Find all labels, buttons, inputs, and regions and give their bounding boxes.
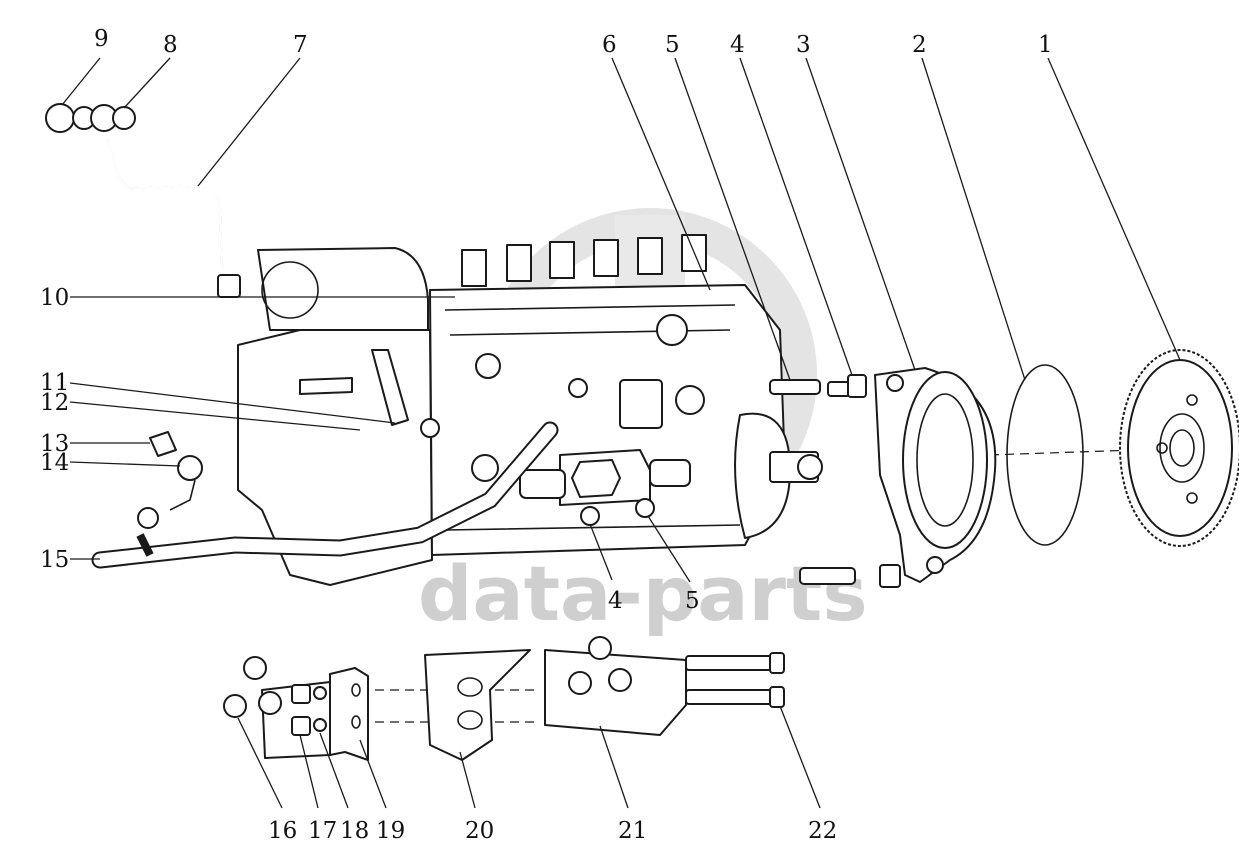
callout-7: 7 xyxy=(293,32,308,58)
o-ring xyxy=(1006,364,1084,546)
callout-14: 14 xyxy=(40,450,69,476)
callout-10: 10 xyxy=(40,285,69,311)
callout-1: 1 xyxy=(1038,32,1053,58)
callout-labels: 1 2 3 4 5 6 7 8 9 10 11 12 13 14 15 4 5 … xyxy=(40,26,1053,844)
callout-6: 6 xyxy=(602,32,617,58)
drive-gear xyxy=(1119,349,1239,547)
callout-11: 11 xyxy=(40,370,69,396)
callout-18: 18 xyxy=(340,818,369,844)
fuel-pipe-assembly xyxy=(45,103,241,298)
leader-lines xyxy=(61,57,1181,809)
callout-3: 3 xyxy=(796,32,811,58)
banjo-fittings xyxy=(149,431,203,511)
callout-12: 12 xyxy=(40,390,69,416)
callout-20: 20 xyxy=(465,818,494,844)
callout-17: 17 xyxy=(308,818,337,844)
callout-9: 9 xyxy=(94,26,109,52)
callout-15: 15 xyxy=(40,547,69,573)
callout-13: 13 xyxy=(40,431,69,457)
callout-19: 19 xyxy=(376,818,405,844)
callout-4-top: 4 xyxy=(730,32,745,58)
callout-5-bottom: 5 xyxy=(685,588,700,614)
injection-pump xyxy=(237,234,823,586)
callout-21: 21 xyxy=(618,818,647,844)
callout-8: 8 xyxy=(163,32,178,58)
drive-flange xyxy=(874,367,997,583)
callout-16: 16 xyxy=(268,818,297,844)
delivery-valves xyxy=(461,234,707,287)
callout-22: 22 xyxy=(808,818,837,844)
watermark-text: data-parts xyxy=(418,549,868,638)
callout-2: 2 xyxy=(912,32,927,58)
return-pipe xyxy=(91,421,559,569)
bracket-assembly xyxy=(223,636,785,761)
callout-4-bottom: 4 xyxy=(608,588,623,614)
studs-and-nuts xyxy=(580,374,901,588)
callout-5-top: 5 xyxy=(665,32,680,58)
